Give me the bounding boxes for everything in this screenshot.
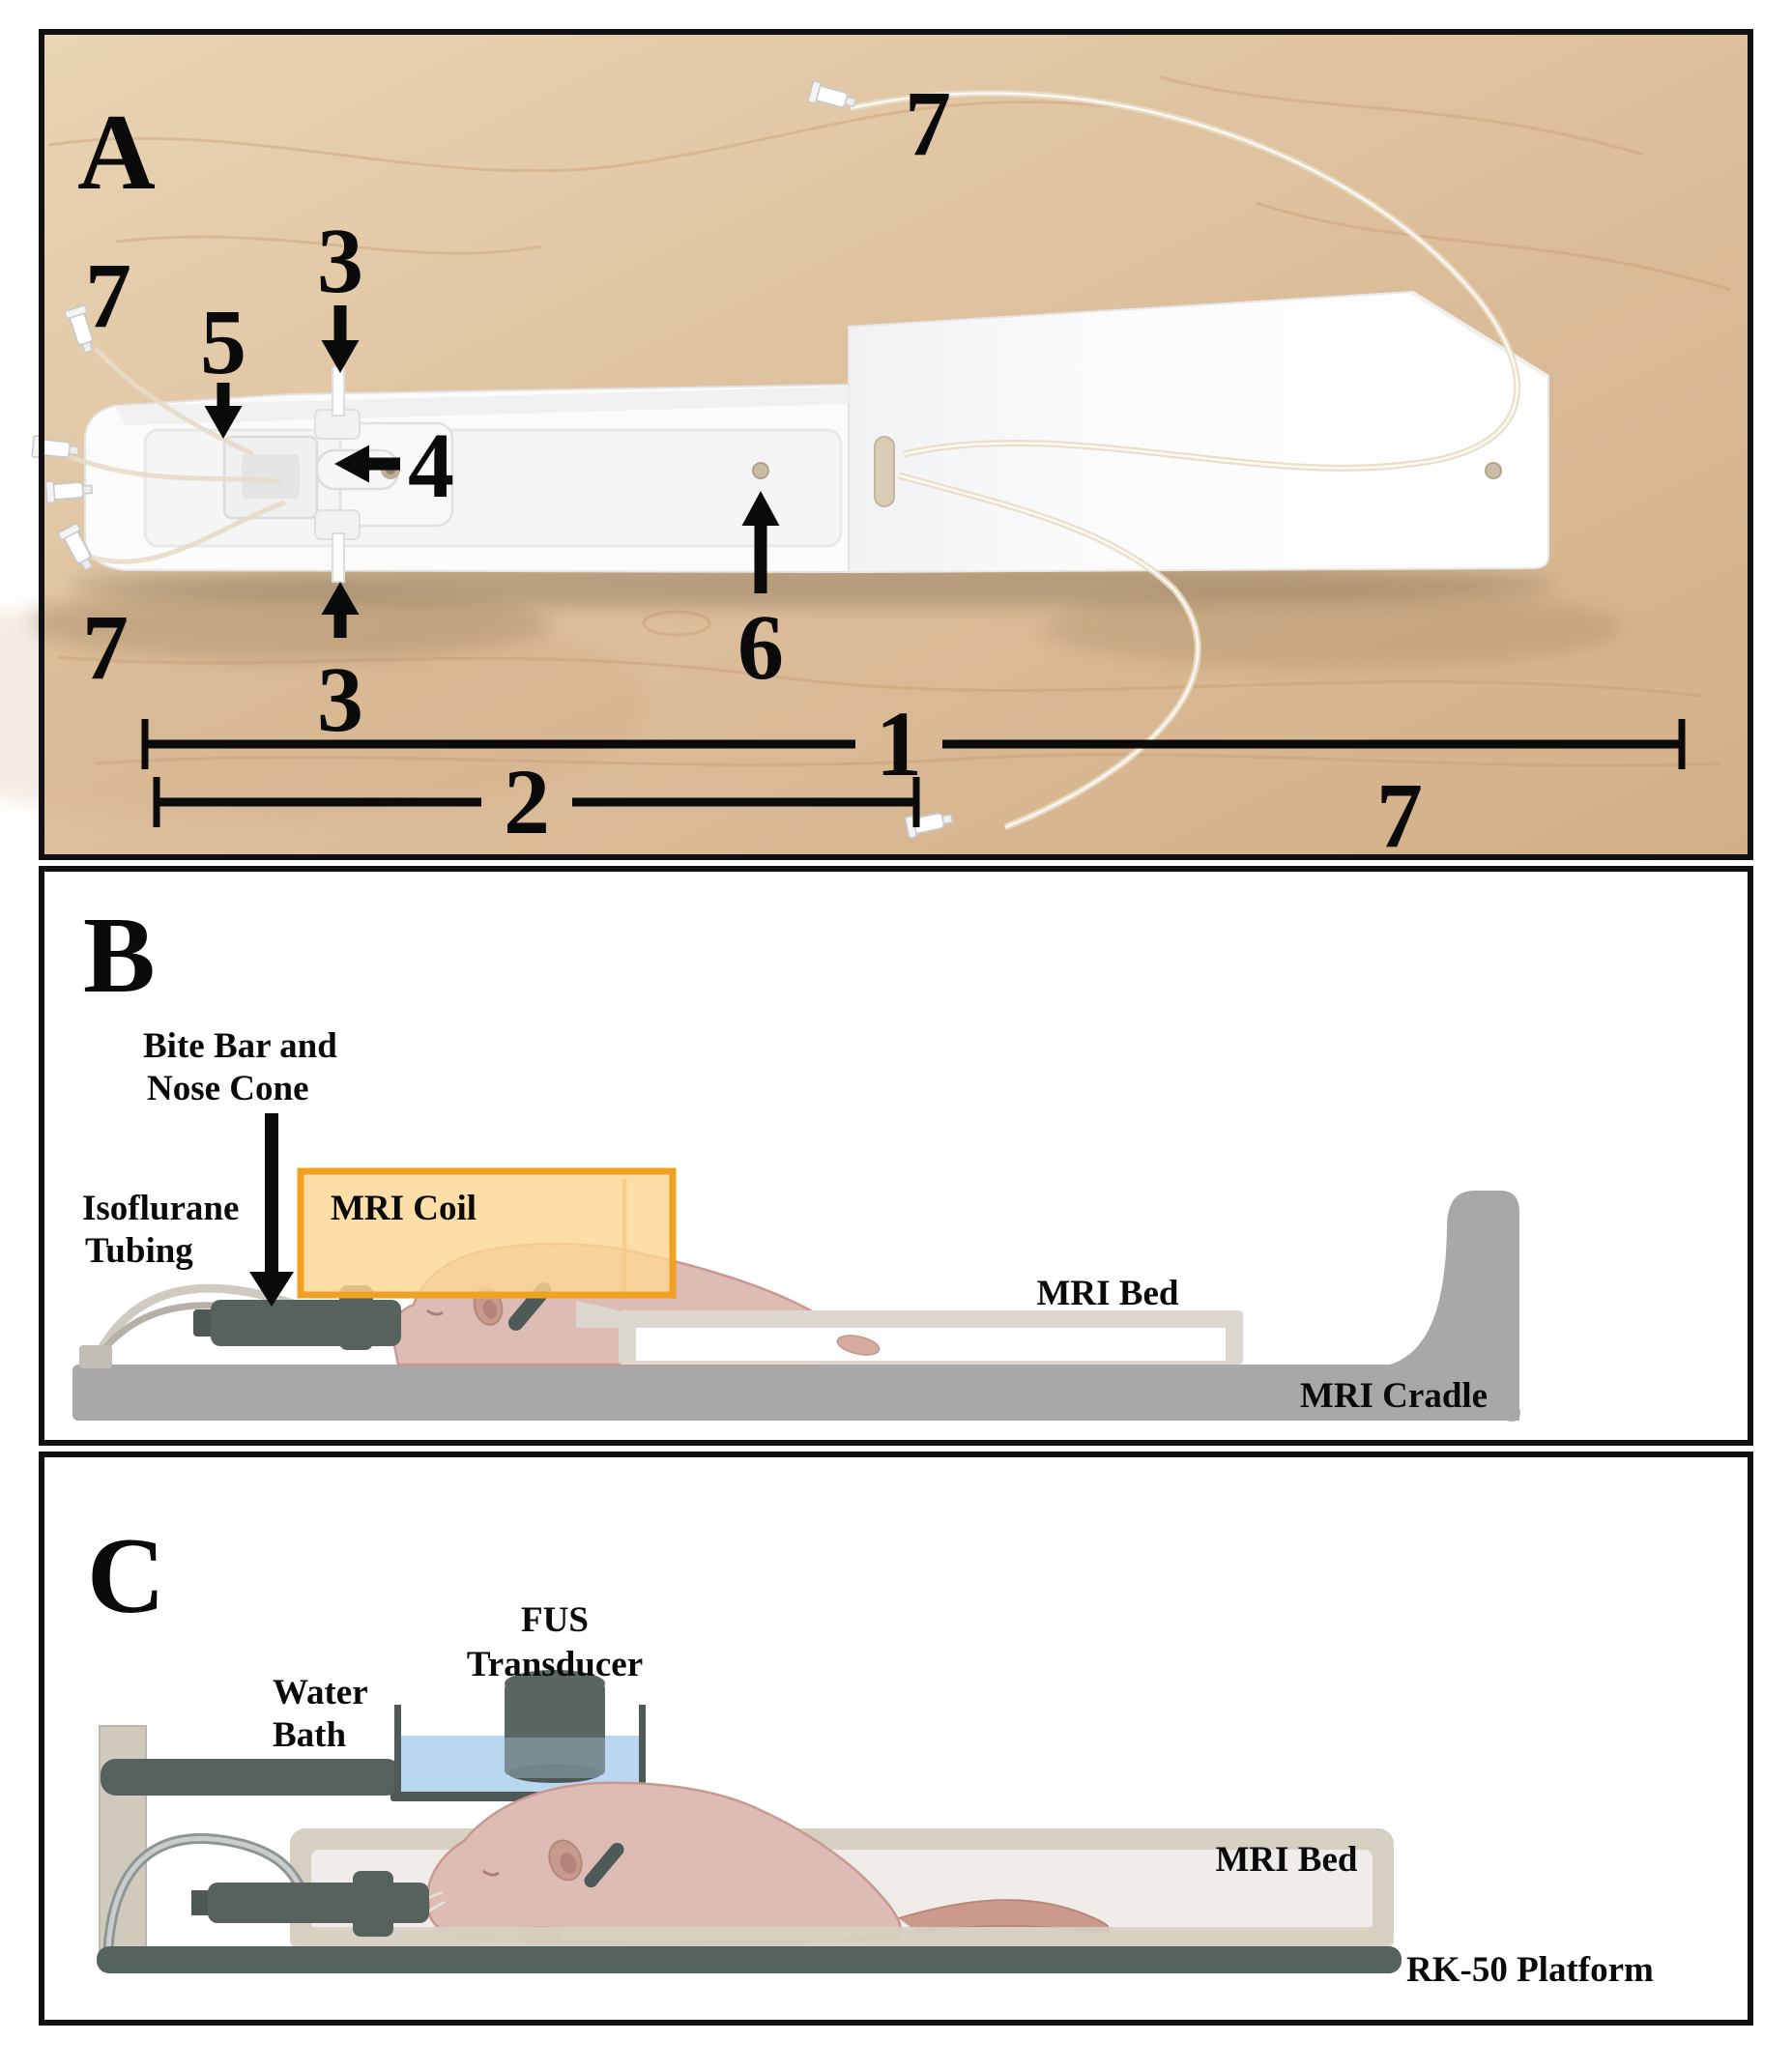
nose-cone-clamp — [353, 1871, 393, 1937]
mri-cradle-base — [72, 1365, 1406, 1421]
callout-7-left: 7 — [82, 595, 129, 699]
arrow-down-bite-bar — [249, 1113, 294, 1307]
mri-bed-wall-inner — [636, 1328, 1226, 1361]
panel-c-letter: C — [87, 1516, 165, 1636]
bite-bar-label-line2: Nose Cone — [147, 1069, 309, 1108]
rat-paw — [836, 1335, 881, 1356]
bite-bar-label-line1: Bite Bar and — [143, 1026, 337, 1066]
rat-panel-c — [407, 1781, 1111, 1944]
mri-coil-box — [297, 1167, 677, 1299]
rat-eye — [426, 1308, 444, 1316]
nose-cone-inlet — [193, 1309, 215, 1337]
isoflurane-label-line2: Tubing — [85, 1231, 193, 1271]
fus-label-line2: Transducer — [467, 1645, 643, 1684]
bath-support-arm — [101, 1759, 402, 1796]
nose-cone-clamp — [339, 1285, 373, 1350]
panel-a-arrows — [204, 305, 780, 638]
mri-bed-c-front-rim — [290, 1927, 1394, 1948]
ear-bar-pin-bottom — [332, 532, 345, 583]
panel-b: B Bite Bar and Nose Cone Isoflurane Tubi… — [39, 866, 1753, 1446]
panel-a-letter: A — [77, 93, 156, 213]
ear-bar — [584, 1842, 624, 1888]
arrow-down-3-top — [321, 305, 360, 373]
panel-b-border — [39, 866, 1753, 1446]
transducer-bottom — [508, 1764, 601, 1783]
panel-a-border — [39, 29, 1753, 860]
bath-wall-left — [394, 1705, 401, 1801]
dimension-lines — [141, 719, 1686, 827]
water-bath-label-line1: Water — [273, 1673, 368, 1712]
rat-ear-inner — [560, 1853, 577, 1874]
cradle-extension-slab — [848, 290, 1549, 574]
isoflurane-arch-inner — [105, 1836, 303, 1949]
bite-bar-slot — [242, 454, 300, 499]
callout-5: 5 — [200, 290, 246, 393]
fus-transducer — [505, 1670, 605, 1783]
arrow-up-6 — [741, 491, 780, 593]
cradle-arm-foot — [1503, 1404, 1520, 1422]
mri-coil-label: MRI Coil — [331, 1189, 477, 1228]
panel-c: C FUS Transducer Water Bath MRI Bed RK-5… — [39, 1452, 1753, 2026]
mri-cradle-arm — [1390, 1191, 1519, 1421]
bed-left-shadow — [29, 587, 551, 660]
ear-bar-pin-top — [332, 366, 345, 417]
transducer-top — [505, 1670, 605, 1697]
isoflurane-label-line1: Isoflurane — [82, 1189, 239, 1228]
callout-3-bottom: 3 — [317, 647, 363, 751]
arrow-up-3-bottom — [321, 582, 360, 638]
arrow-down-5 — [204, 383, 243, 439]
panel-b-letter: B — [83, 896, 156, 1016]
tubing — [67, 90, 1521, 831]
nose-cone — [208, 1883, 429, 1923]
panel-a: A 7 3 5 4 7 7 3 6 1 2 7 — [0, 29, 1753, 867]
slab-mounting-hole — [1485, 462, 1502, 479]
callout-6: 6 — [737, 595, 784, 699]
callout-1: 1 — [876, 692, 922, 795]
bath-wall-right — [639, 1705, 646, 1801]
slab-shadow — [1044, 588, 1624, 669]
callout-7-bottom-right: 7 — [1376, 763, 1423, 867]
bed-top-rail — [114, 387, 849, 425]
callout-2: 2 — [504, 750, 550, 853]
tubing-slot — [874, 436, 895, 507]
nose-cone-inlet — [191, 1890, 211, 1915]
slab-bevel-edge — [1409, 290, 1550, 379]
transducer-body — [505, 1683, 605, 1775]
transducer-submerged-tint — [505, 1738, 605, 1778]
rat-ear-inner — [482, 1300, 498, 1319]
arrow-left-4 — [334, 445, 400, 483]
fiducial-hole — [752, 462, 769, 479]
callout-7-top-left: 7 — [85, 244, 131, 347]
mri-bed-label-b: MRI Bed — [1037, 1274, 1179, 1313]
rat-eye — [482, 1869, 500, 1877]
fus-label-line1: FUS — [521, 1600, 589, 1640]
bed-wall-lead-in — [576, 1301, 619, 1328]
rk50-platform-label: RK-50 Platform — [1406, 1950, 1654, 1990]
water-bath-label-line2: Bath — [273, 1715, 347, 1755]
rk50-platform-bar — [97, 1946, 1402, 1973]
callout-4: 4 — [408, 414, 454, 517]
callout-7-top-right: 7 — [905, 72, 951, 175]
panel-c-border — [39, 1452, 1753, 2026]
mri-bed-label-c: MRI Bed — [1216, 1840, 1358, 1880]
callout-3-top: 3 — [317, 209, 363, 312]
mri-cradle-label: MRI Cradle — [1300, 1376, 1488, 1416]
tube-anchor-block — [79, 1345, 112, 1368]
